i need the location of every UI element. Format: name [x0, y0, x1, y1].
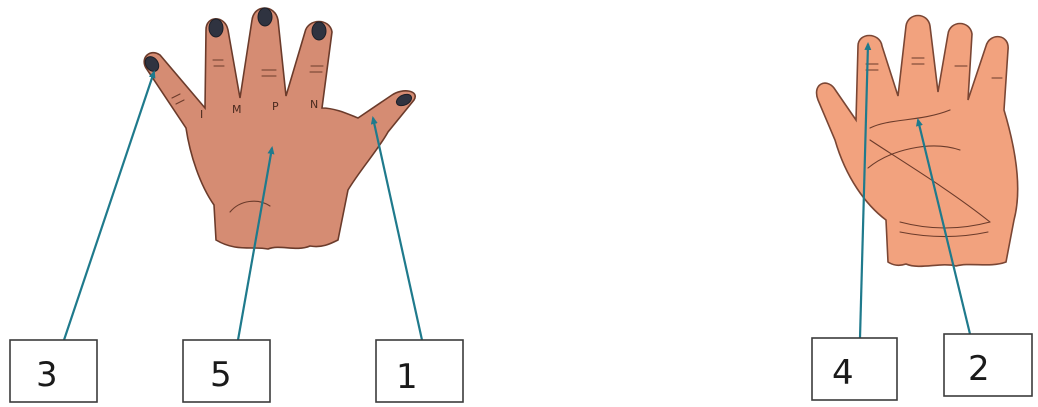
finger-letter-m: M — [232, 103, 242, 116]
arrow-3 — [64, 72, 154, 340]
label-box-5: 5 — [183, 340, 270, 402]
finger-letter-i: I — [200, 108, 203, 121]
label-box-4: 4 — [812, 338, 897, 400]
left-middle-nail — [258, 8, 272, 26]
label-box-3: 3 — [10, 340, 97, 402]
label-5-text: 5 — [210, 355, 232, 395]
left-index-nail — [312, 22, 326, 40]
label-box-2: 2 — [944, 334, 1032, 396]
left-ring-nail — [209, 19, 223, 37]
label-4-text: 4 — [832, 353, 854, 393]
arrow-1 — [373, 118, 422, 340]
label-3-text: 3 — [36, 355, 58, 395]
label-2-text: 2 — [968, 349, 990, 389]
label-1-text: 1 — [396, 357, 418, 397]
finger-letter-n: N — [310, 98, 318, 111]
label-box-1: 1 — [376, 340, 463, 402]
right-hand-palm — [817, 16, 1018, 267]
finger-letter-p: P — [272, 100, 279, 113]
